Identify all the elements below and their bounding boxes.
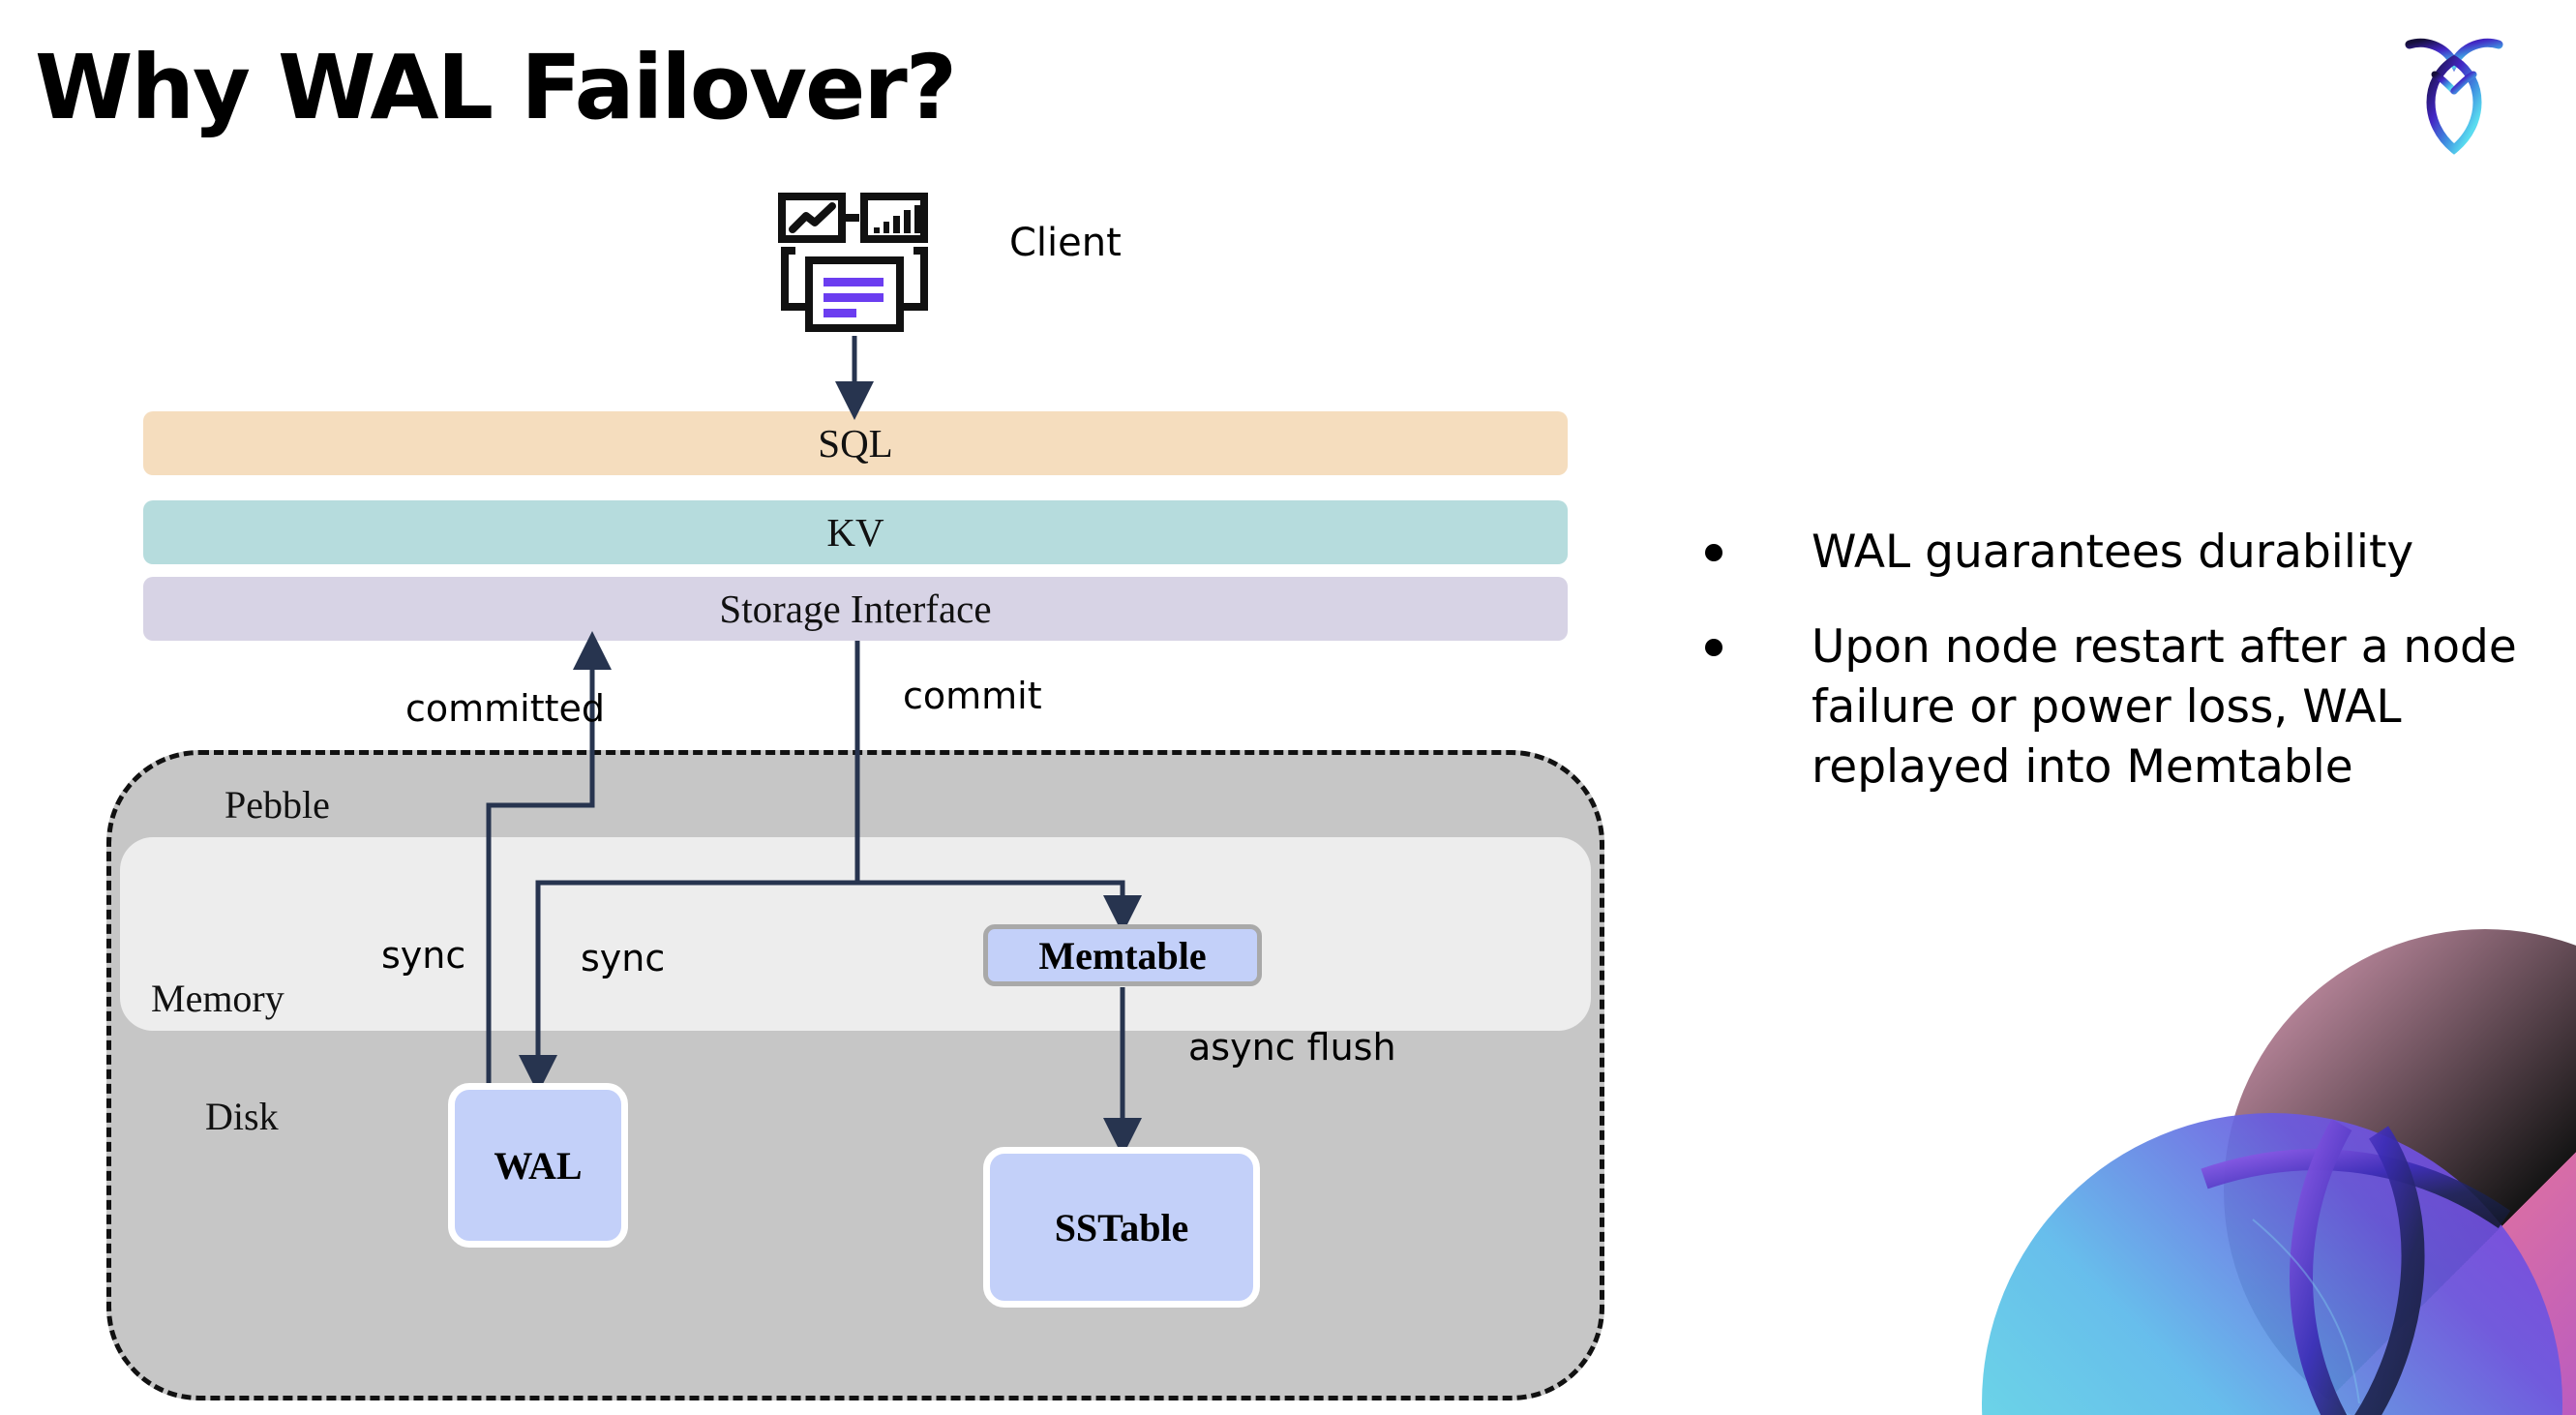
node-memtable-label: Memtable: [1038, 933, 1207, 978]
disk-label: Disk: [205, 1095, 279, 1138]
bullet-dot-icon: [1705, 544, 1722, 561]
cockroachdb-logo: [2402, 31, 2506, 155]
layer-label-kv: KV: [826, 510, 884, 555]
node-sstable-label: SSTable: [1054, 1205, 1189, 1249]
list-item: WAL guarantees durability: [1705, 523, 2537, 583]
layer-label-sql: SQL: [818, 421, 893, 466]
memory-label: Memory: [151, 977, 285, 1020]
bullet-dot-icon: [1705, 639, 1722, 657]
node-sstable: SSTable: [983, 1147, 1260, 1308]
edge-label-sync-right: sync: [581, 937, 666, 979]
layer-label-storage: Storage Interface: [719, 587, 992, 631]
pebble-label: Pebble: [225, 783, 330, 827]
edge-label-committed: committed: [405, 687, 606, 730]
client-label: Client: [1009, 221, 1122, 265]
node-wal-label: WAL: [494, 1143, 583, 1188]
page-title: Why WAL Failover?: [35, 36, 957, 139]
client-dashboard-icon: [769, 189, 940, 336]
bullet-list: WAL guarantees durability Upon node rest…: [1705, 523, 2537, 832]
edge-label-sync-left: sync: [381, 934, 466, 977]
layer-bar-kv: KV: [143, 500, 1568, 564]
decorative-gradient-circles: [1962, 900, 2576, 1415]
edge-label-commit: commit: [903, 675, 1042, 717]
node-wal: WAL: [448, 1083, 628, 1248]
memory-panel: [120, 837, 1591, 1031]
edge-label-async-flush: async flush: [1188, 1026, 1396, 1069]
bullet-text: Upon node restart after a node failure o…: [1812, 620, 2517, 795]
layer-bar-storage: Storage Interface: [143, 577, 1568, 641]
layer-bar-sql: SQL: [143, 411, 1568, 475]
node-memtable: Memtable: [983, 924, 1262, 986]
list-item: Upon node restart after a node failure o…: [1705, 617, 2537, 798]
bullet-text: WAL guarantees durability: [1812, 526, 2414, 579]
